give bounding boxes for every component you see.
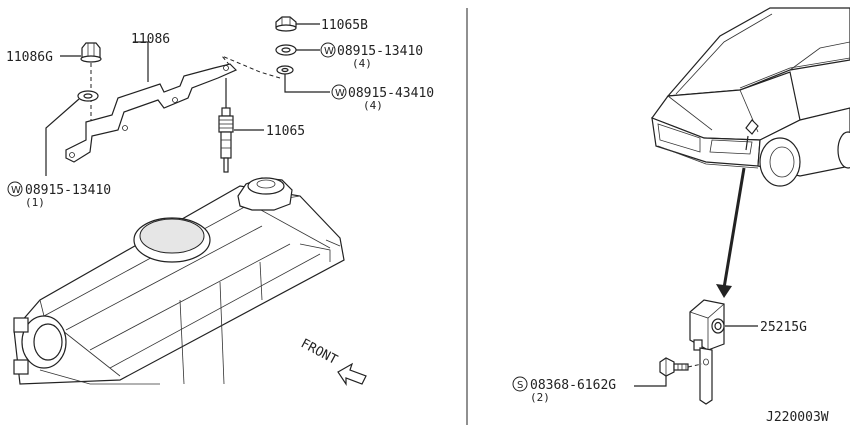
washer-2	[276, 65, 294, 75]
svg-text:W: W	[335, 88, 345, 99]
sensor-25215g	[689, 299, 725, 405]
washer-3-number: 08915-13410	[25, 183, 111, 198]
part-label-11065b: 11065B	[321, 18, 368, 33]
washer-3	[77, 90, 99, 102]
diagram-id: J220003W	[766, 410, 829, 425]
glow-plug-11065	[218, 78, 234, 173]
w-circle-icon: W	[7, 181, 23, 197]
part-label-11065: 11065	[266, 124, 305, 139]
car-illustration	[651, 7, 850, 187]
location-arrow-icon	[716, 167, 746, 298]
part-label-11086: 11086	[131, 32, 170, 47]
front-arrow-icon	[337, 362, 367, 386]
s-circle-icon: S	[512, 376, 528, 392]
svg-text:W: W	[11, 185, 21, 196]
washer-1-qty: (4)	[352, 57, 372, 70]
bolt-11065b	[275, 16, 297, 32]
svg-text:S: S	[517, 380, 523, 391]
washer-2-number: 08915-43410	[348, 86, 434, 101]
bracket-11086	[65, 63, 238, 163]
nut-11086g	[80, 42, 102, 63]
washer-2-qty: (4)	[363, 99, 383, 112]
part-label-25215g: 25215G	[760, 320, 807, 335]
front-direction-label: FRONT	[298, 336, 340, 368]
washer-1	[275, 44, 297, 56]
washer-1-number: 08915-13410	[337, 44, 423, 59]
screw-number: 08368-6162G	[530, 378, 616, 393]
screw-qty: (2)	[530, 391, 550, 404]
washer-3-qty: (1)	[25, 196, 45, 209]
screw-08368	[659, 357, 689, 377]
w-circle-icon: W	[320, 42, 336, 58]
w-circle-icon: W	[331, 84, 347, 100]
svg-text:W: W	[324, 46, 334, 57]
part-label-11086g: 11086G	[6, 50, 53, 65]
engine-cover	[13, 177, 345, 385]
